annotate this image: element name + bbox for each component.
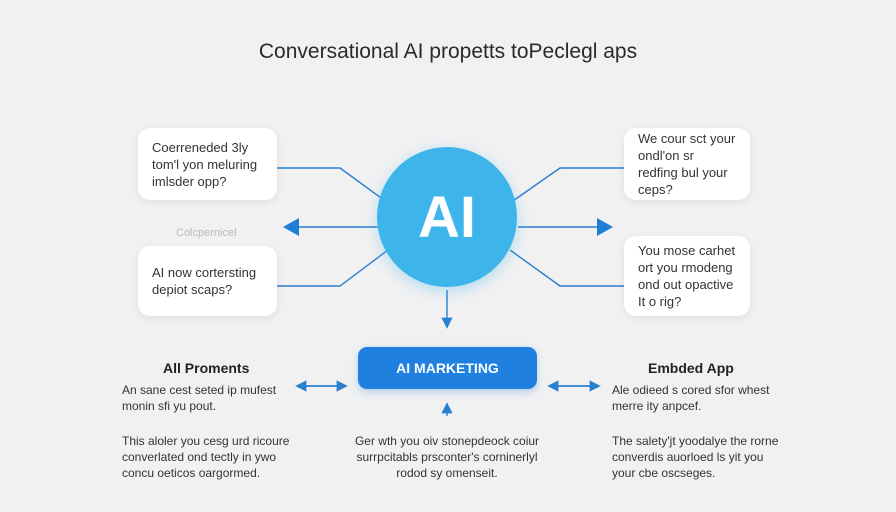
center-text: Ger wth you oiv stonepdeock coiur surrpc… [354, 434, 540, 480]
question-box-left-bottom: AI now cortersting depiot scaps? [138, 246, 277, 316]
right-heading: Embded App [648, 360, 734, 376]
question-box-right-top: We cour sct your ondl'on sr redfing bul … [624, 128, 750, 200]
ai-circle: AI [377, 147, 517, 287]
right-text-1: Ale odieed s cored sfor whest merre ity … [612, 383, 770, 413]
faint-label: Colcpernicel [176, 227, 237, 239]
question-box-right-bottom: You mose carhet ort you rmodeng ond out … [624, 236, 750, 316]
right-text-2: The salety'jt yoodalye the rorne converd… [612, 434, 779, 480]
question-box-left-top: Coerreneded 3ly tom'l yon meluring imlsd… [138, 128, 277, 200]
diagram-title: Conversational AI propetts toPeclegl aps [258, 40, 638, 63]
ai-marketing-button[interactable]: AI MARKETING [358, 347, 537, 389]
left-heading: All Proments [163, 360, 250, 376]
left-text-2: This aloler you cesg urd ricoure converl… [122, 434, 290, 480]
arrow-right-icon [597, 218, 613, 236]
left-text-1: An sane cest seted ip mufest monin sfi y… [122, 383, 277, 413]
arrow-left-icon [283, 218, 299, 236]
